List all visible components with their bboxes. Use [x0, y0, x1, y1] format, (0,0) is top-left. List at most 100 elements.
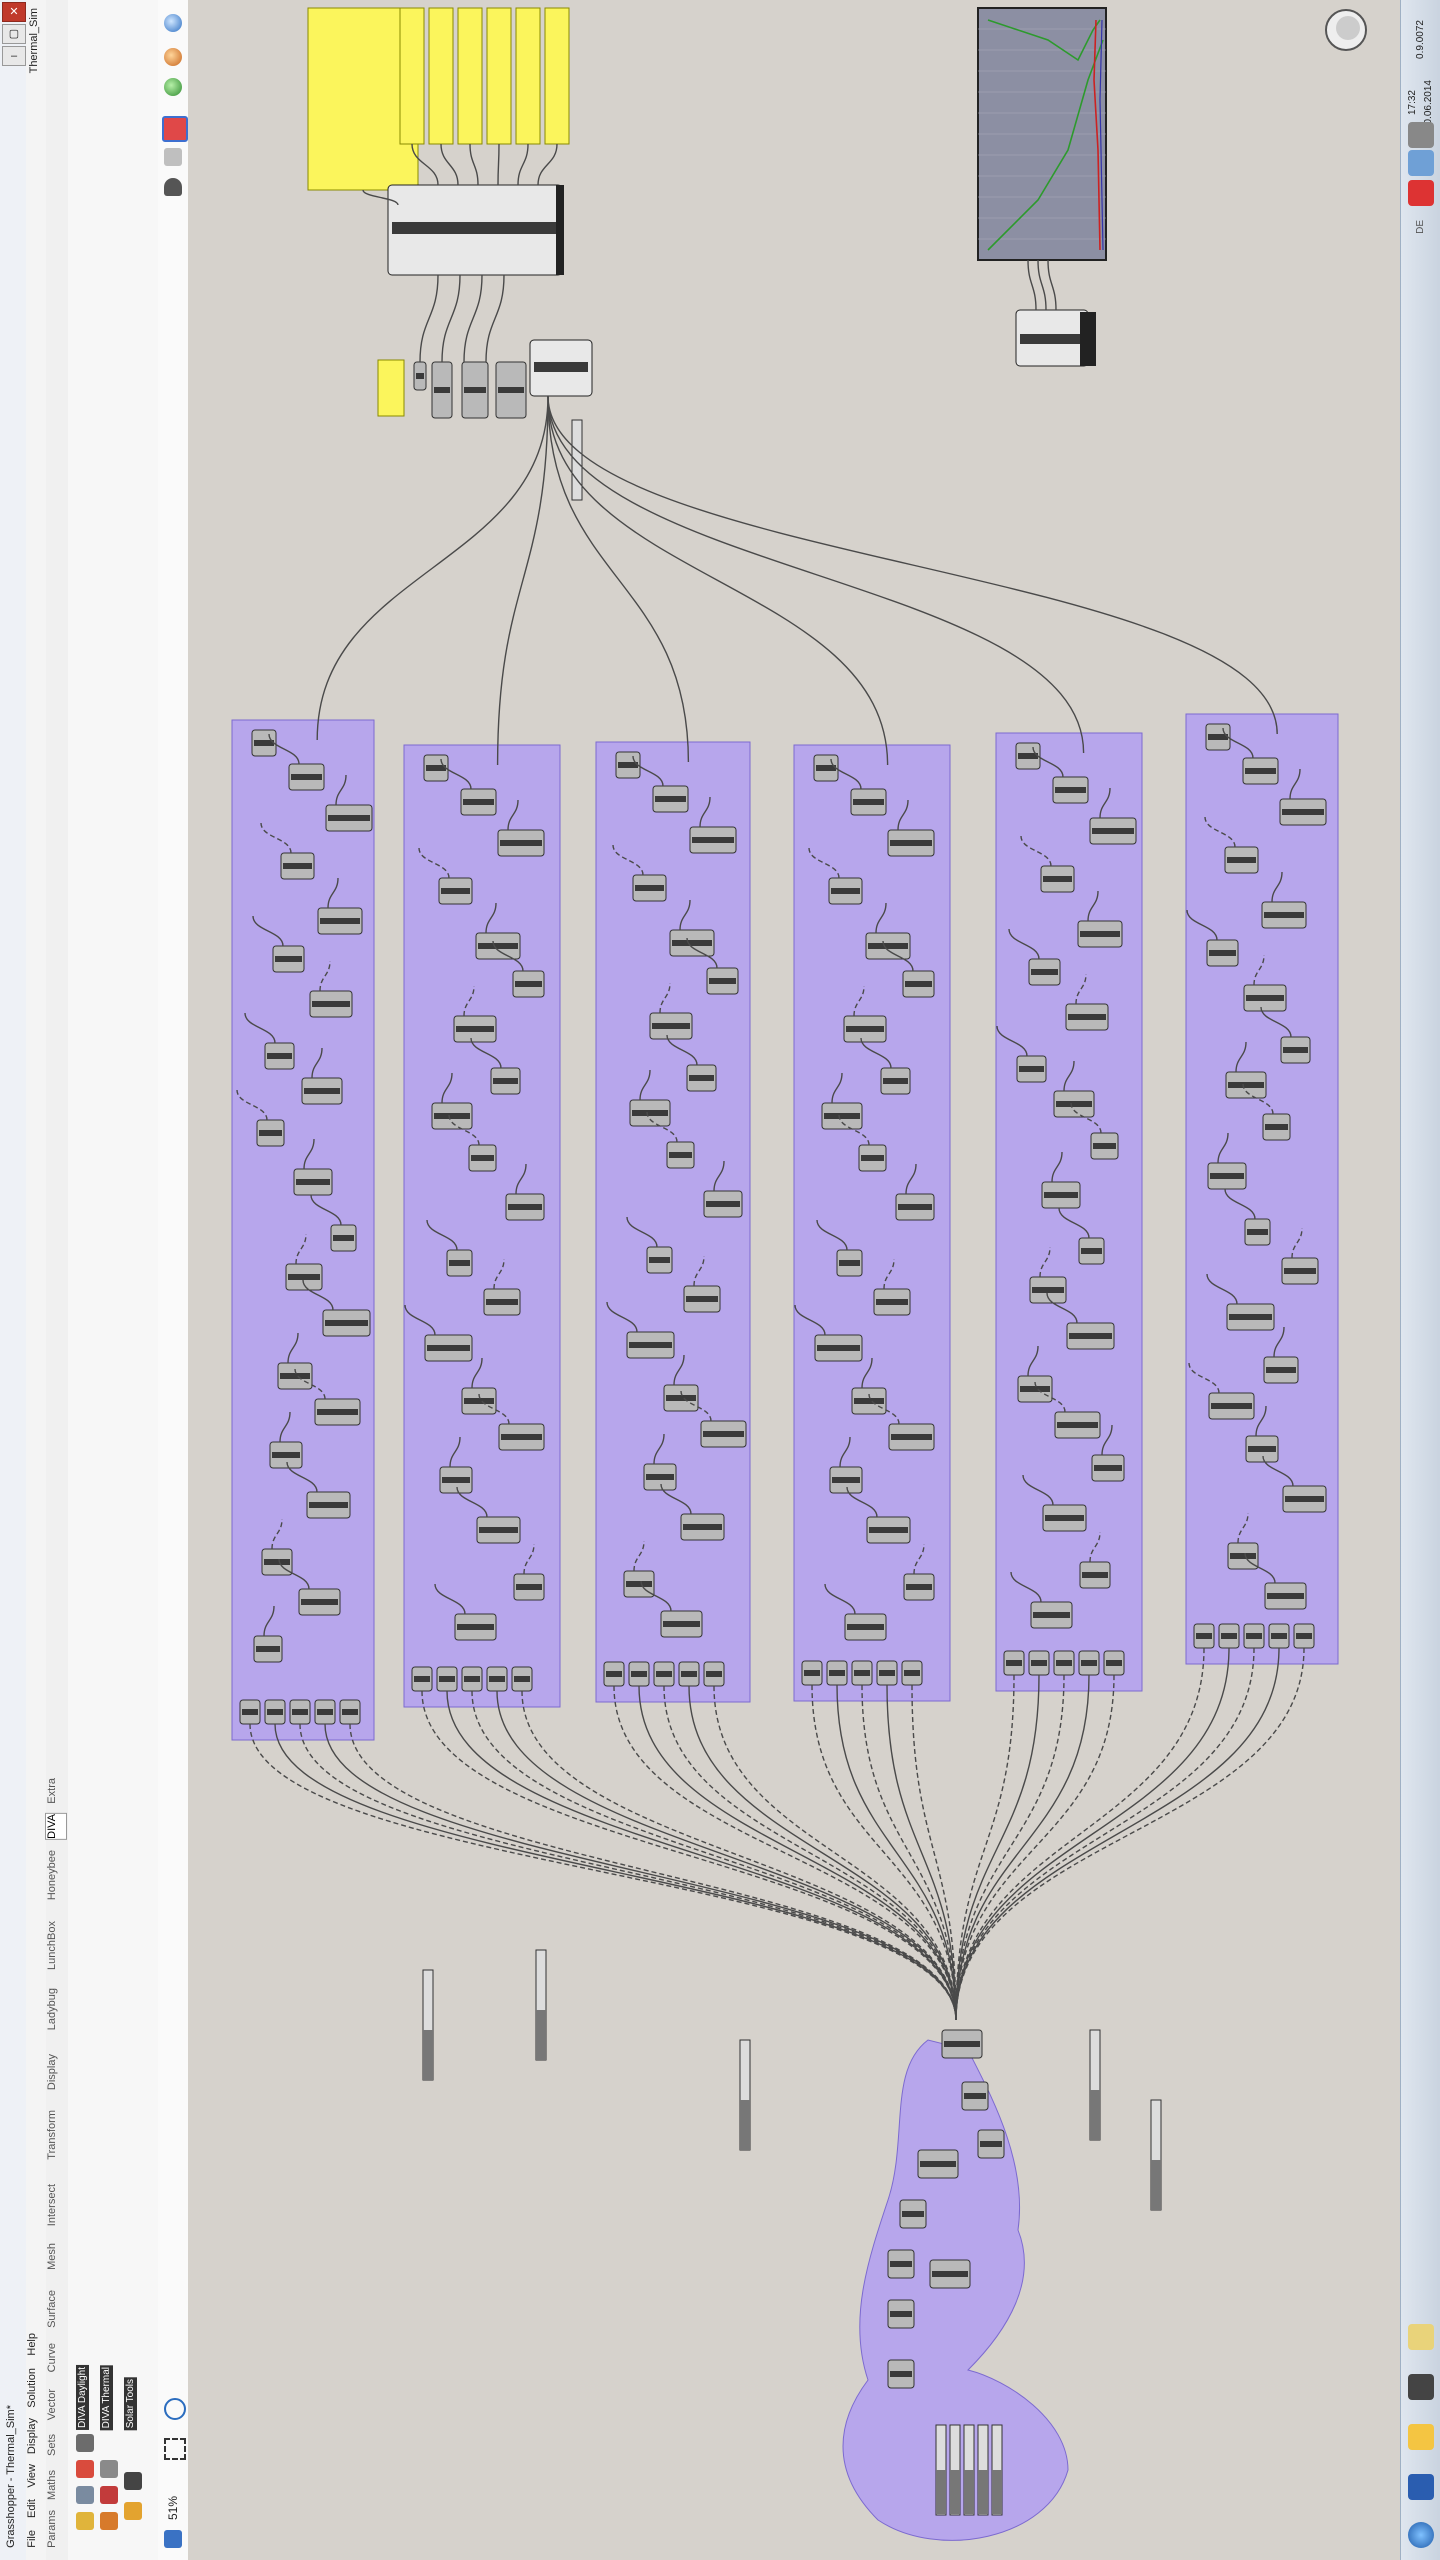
wire	[496, 395, 549, 766]
tab-extra[interactable]: Extra	[46, 1778, 58, 1804]
component-body	[242, 1709, 258, 1715]
tab-params[interactable]: Params	[46, 2510, 58, 2548]
pen-icon[interactable]	[124, 2472, 142, 2490]
component-body	[414, 1676, 430, 1682]
component-body	[441, 888, 470, 894]
sketch-icon[interactable]	[164, 78, 182, 96]
grid-icon[interactable]	[76, 2486, 94, 2504]
wire	[686, 937, 718, 969]
component-body	[489, 1676, 505, 1682]
wire	[362, 189, 399, 206]
menu-view[interactable]: View	[26, 2464, 38, 2488]
tab-display[interactable]: Display	[46, 2053, 58, 2090]
save-icon[interactable]	[164, 2530, 182, 2548]
menu-edit[interactable]: Edit	[26, 2499, 38, 2518]
canvas-toolbar: 51%	[158, 0, 189, 2560]
maximize-icon[interactable]: ▢	[2, 24, 26, 44]
tab-diva[interactable]: DIVA	[45, 1813, 67, 1840]
component-body	[500, 840, 542, 846]
chrome-icon[interactable]	[1408, 2424, 1434, 2450]
tab-sets[interactable]: Sets	[46, 2433, 58, 2456]
component-body	[456, 1026, 494, 1032]
component-body	[890, 2371, 912, 2377]
wire	[547, 395, 690, 763]
wire	[446, 1690, 957, 2021]
tab-intersect[interactable]: Intersect	[46, 2183, 58, 2226]
zoom-level[interactable]: 51%	[166, 2495, 180, 2520]
slider-fill	[992, 2470, 1002, 2514]
menu-display[interactable]: Display	[26, 2417, 38, 2454]
component-body	[831, 888, 860, 894]
tab-curve[interactable]: Curve	[46, 2342, 58, 2372]
wire	[1063, 1060, 1075, 1092]
close-icon[interactable]: ✕	[2, 2, 26, 22]
mesh-icon[interactable]	[164, 148, 182, 166]
tab-vector[interactable]: Vector	[46, 2388, 58, 2420]
tray-icon-c[interactable]	[1408, 122, 1434, 148]
minimize-icon[interactable]: –	[2, 46, 26, 66]
component-body	[1056, 1101, 1092, 1107]
app-icon[interactable]	[1408, 2374, 1434, 2400]
preview-icon[interactable]	[162, 116, 188, 142]
taskbar: 0.9.0072 17:32 10.06.2014 DE	[1400, 0, 1440, 2560]
wire	[1087, 890, 1099, 922]
component-body	[1230, 1553, 1256, 1559]
wire	[471, 1357, 483, 1389]
select-icon[interactable]	[164, 2438, 186, 2460]
navigate-icon[interactable]	[164, 2398, 186, 2420]
menu-file[interactable]: File	[26, 2530, 38, 2548]
ribbon-group-daylight: DIVA Daylight	[76, 2365, 89, 2430]
wire	[1032, 746, 1064, 778]
wire	[905, 1163, 917, 1195]
sphere-icon[interactable]	[164, 14, 182, 32]
rhino-icon[interactable]	[1408, 2474, 1434, 2500]
daylight-icon[interactable]	[76, 2512, 94, 2530]
tray-icon-b[interactable]	[1408, 150, 1434, 176]
wire	[1051, 1151, 1063, 1183]
component-body	[669, 1152, 692, 1158]
component-body	[649, 1257, 670, 1263]
wire	[632, 755, 664, 787]
tab-transform[interactable]: Transform	[46, 2110, 58, 2160]
tab-honeybee[interactable]: Honeybee	[46, 1849, 58, 1900]
wire	[441, 1072, 453, 1104]
tab-mesh[interactable]: Mesh	[46, 2243, 58, 2270]
thermal-icon[interactable]	[100, 2512, 118, 2530]
component-body	[516, 1584, 542, 1590]
menu-help[interactable]: Help	[26, 2333, 38, 2356]
wire	[640, 1580, 672, 1612]
wire	[639, 1069, 651, 1101]
explorer-icon[interactable]	[1408, 2324, 1434, 2350]
component-body	[1094, 1465, 1122, 1471]
zone-icon[interactable]	[100, 2460, 118, 2478]
language-indicator[interactable]: DE	[1415, 220, 1426, 234]
component-body	[666, 1395, 696, 1401]
tab-surface[interactable]: Surface	[46, 2290, 58, 2328]
eye-icon[interactable]	[164, 178, 182, 196]
material-icon[interactable]	[100, 2486, 118, 2504]
render-icon[interactable]	[76, 2460, 94, 2478]
wire	[507, 799, 519, 831]
grasshopper-canvas[interactable]	[188, 0, 1400, 2560]
component-body	[439, 1676, 455, 1682]
wire	[1262, 1455, 1294, 1487]
tray-icon-a[interactable]	[1408, 180, 1434, 206]
tab-maths[interactable]: Maths	[46, 2470, 58, 2500]
wire	[1237, 1512, 1249, 1544]
tab-ladybug[interactable]: Ladybug	[46, 1987, 58, 2030]
menu-solution[interactable]: Solution	[26, 2368, 38, 2408]
navigator-icon-inner	[1336, 16, 1360, 40]
wire	[463, 985, 475, 1017]
component-body	[1248, 1446, 1276, 1452]
shaded-icon[interactable]	[164, 48, 182, 66]
document-tab[interactable]: Thermal_Sim	[28, 8, 40, 74]
solar-icon[interactable]	[124, 2502, 142, 2520]
metric-icon[interactable]	[76, 2434, 94, 2452]
component-group	[842, 2039, 1069, 2541]
component-body	[706, 1201, 740, 1207]
component-body	[703, 1431, 744, 1437]
component-body	[854, 1398, 884, 1404]
start-button-icon[interactable]	[1408, 2522, 1434, 2548]
tab-lunchbox[interactable]: LunchBox	[46, 1921, 58, 1970]
component-body	[631, 1671, 647, 1677]
